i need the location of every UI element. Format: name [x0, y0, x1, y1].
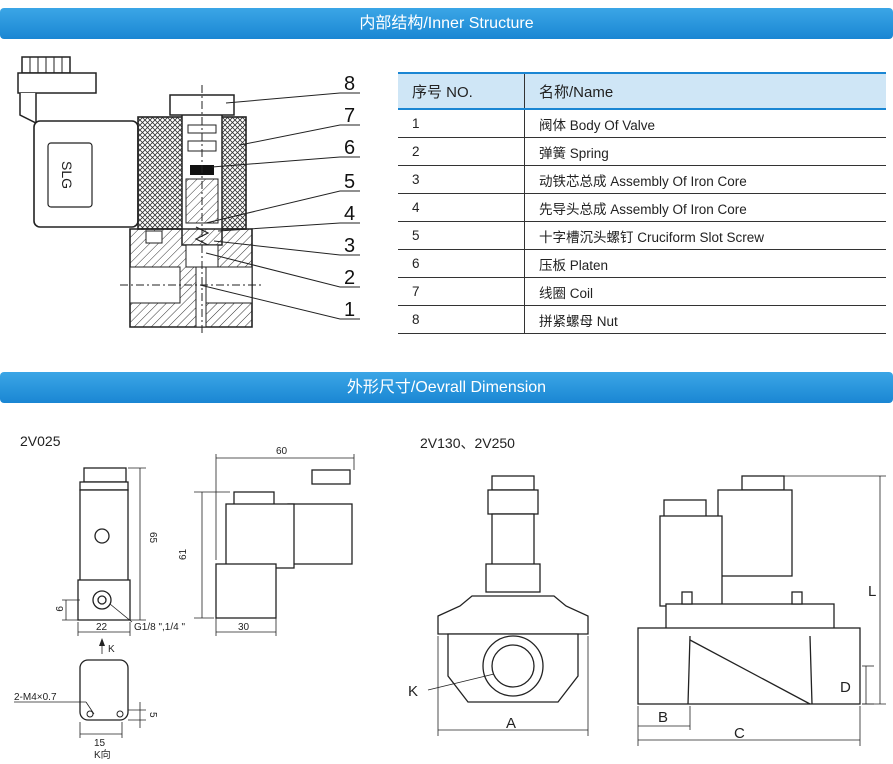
- connector-cap: [17, 56, 97, 125]
- dim-c-label: C: [734, 725, 745, 742]
- slg-badge: SLG: [59, 161, 75, 189]
- part-no: 5: [398, 221, 525, 250]
- part-name: 阀体 Body Of Valve: [524, 109, 886, 138]
- part-no: 1: [398, 109, 525, 138]
- table-header-row: 序号 NO. 名称/Name: [398, 72, 886, 110]
- part-no: 6: [398, 249, 525, 278]
- part-name: 十字槽沉头螺钉 Cruciform Slot Screw: [524, 221, 886, 250]
- thread-label: 2-M4×0.7: [14, 692, 57, 703]
- part-no: 7: [398, 277, 525, 306]
- dim-30-label: 30: [238, 622, 250, 633]
- dim-b-label: B: [658, 709, 668, 726]
- dim-65-label: 65: [147, 532, 158, 544]
- inner-structure-drawing: SLG 8 7 6 5 4 3 2 1: [17, 56, 360, 335]
- dim-d-label: D: [840, 679, 851, 696]
- dim-61-label: 61: [178, 548, 189, 560]
- dimension-banner: 外形尺寸/Oevrall Dimension: [0, 372, 893, 403]
- part-name: 拼紧螺母 Nut: [524, 305, 886, 334]
- inner-structure-banner: 内部结构/Inner Structure: [0, 8, 893, 39]
- callout-5: 5: [344, 171, 355, 193]
- dim-22-label: 22: [96, 622, 108, 633]
- part-name: 线圈 Coil: [524, 277, 886, 306]
- dimension-drawing-2v130: K A B C D L: [408, 475, 886, 746]
- part-no: 4: [398, 193, 525, 222]
- dimension-title: 外形尺寸/Oevrall Dimension: [346, 379, 547, 396]
- callout-6: 6: [344, 137, 355, 159]
- callout-3: 3: [344, 235, 355, 257]
- dim-a-label: A: [506, 715, 516, 732]
- header-no: 序号 NO.: [398, 72, 525, 110]
- part-no: 8: [398, 305, 525, 334]
- dim-60-label: 60: [276, 446, 288, 457]
- model-2v025-label: 2V025: [20, 433, 61, 449]
- dimension-drawing-2v025: 65 61 60 22 30 9 G1/8 ",1/4 " K 2-M4×0.7…: [14, 446, 355, 761]
- part-no: 3: [398, 165, 525, 194]
- callout-7: 7: [344, 105, 355, 127]
- dim-k-label: K: [408, 683, 418, 700]
- model-2v130-label: 2V130、2V250: [420, 435, 515, 451]
- dim-15-label: 15: [94, 738, 106, 749]
- k-view-label: K向: [94, 748, 111, 761]
- part-name: 先导头总成 Assembly Of Iron Core: [524, 193, 886, 222]
- port-size-label: G1/8 ",1/4 ": [134, 622, 185, 633]
- callout-1: 1: [344, 299, 355, 321]
- callout-2: 2: [344, 267, 355, 289]
- part-name: 弹簧 Spring: [524, 137, 886, 166]
- callout-8: 8: [344, 73, 355, 95]
- dim-l-label: L: [868, 583, 876, 600]
- header-name: 名称/Name: [524, 72, 886, 110]
- connector-label-plate: [47, 142, 93, 208]
- callout-4: 4: [344, 203, 355, 225]
- inner-structure-title: 内部结构/Inner Structure: [359, 15, 534, 32]
- k-arrow-label: K: [108, 644, 115, 655]
- part-no: 2: [398, 137, 525, 166]
- part-name: 压板 Platen: [524, 249, 886, 278]
- dim-5-label: 5: [147, 712, 158, 718]
- dim-9-label: 9: [53, 606, 64, 612]
- part-name: 动铁芯总成 Assembly Of Iron Core: [524, 165, 886, 194]
